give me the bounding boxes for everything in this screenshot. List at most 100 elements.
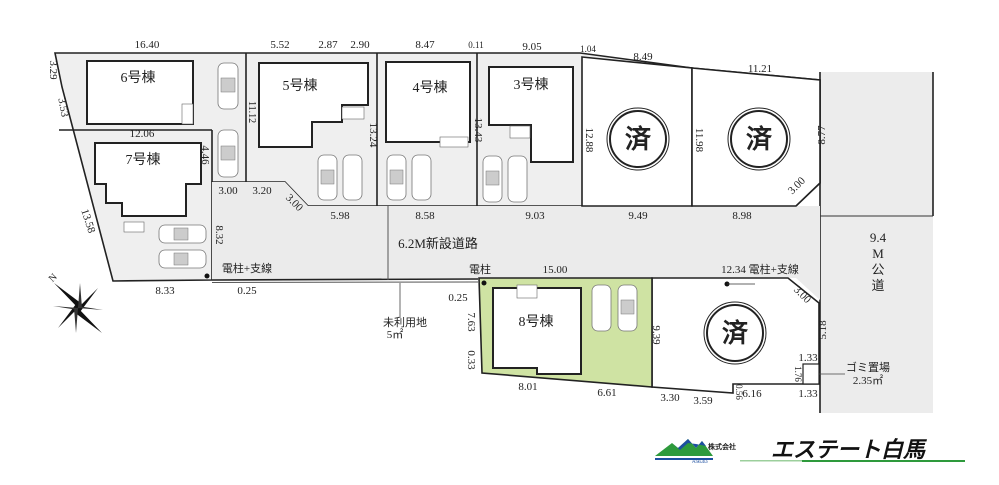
garbage-area-value: 2.35㎡ bbox=[853, 374, 883, 387]
svg-text:8.01: 8.01 bbox=[518, 381, 537, 393]
stairs-icon bbox=[181, 103, 194, 125]
house-label: 3号棟 bbox=[514, 77, 549, 93]
svg-text:1.33: 1.33 bbox=[798, 352, 818, 364]
sold-badge: 済 bbox=[703, 301, 767, 365]
pole-label: 電柱+支線 bbox=[222, 261, 272, 275]
garbage-area bbox=[802, 363, 820, 385]
stairs-icon bbox=[439, 136, 469, 148]
svg-text:12.88: 12.88 bbox=[583, 128, 595, 153]
unused-land-area: 5㎡ bbox=[387, 328, 404, 341]
company-logo: 株式会社 エステート白馬 Hakuba bbox=[655, 437, 965, 464]
house-4 bbox=[385, 61, 471, 143]
stairs-icon bbox=[509, 125, 531, 139]
car-icon bbox=[158, 249, 207, 269]
svg-text:15.00: 15.00 bbox=[543, 264, 568, 276]
house-label: 6号棟 bbox=[121, 70, 156, 86]
car-icon bbox=[411, 154, 432, 201]
svg-text:13.43: 13.43 bbox=[472, 118, 484, 143]
svg-text:9.49: 9.49 bbox=[628, 210, 648, 222]
parking-cars bbox=[158, 62, 638, 332]
car-icon bbox=[386, 154, 407, 201]
svg-text:済: 済 bbox=[625, 124, 652, 155]
svg-text:9.05: 9.05 bbox=[522, 41, 542, 53]
house-5 bbox=[258, 62, 369, 148]
house-7 bbox=[94, 142, 202, 217]
svg-text:1.76: 1.76 bbox=[793, 366, 803, 382]
unused-land-label: 未利用地 bbox=[383, 316, 427, 329]
pole-label: 電柱 bbox=[469, 262, 491, 276]
svg-text:0.56: 0.56 bbox=[734, 384, 744, 400]
svg-text:N: N bbox=[47, 272, 60, 285]
sold-badge: 済 bbox=[727, 107, 791, 171]
svg-text:8.47: 8.47 bbox=[415, 39, 435, 51]
svg-text:済: 済 bbox=[746, 124, 773, 155]
svg-text:6.16: 6.16 bbox=[742, 388, 762, 400]
new-road-label: 6.2M新設道路 bbox=[398, 236, 478, 251]
svg-text:4.46: 4.46 bbox=[199, 145, 211, 165]
house-3 bbox=[488, 66, 574, 163]
svg-text:8.98: 8.98 bbox=[732, 210, 752, 222]
svg-text:3.30: 3.30 bbox=[660, 392, 680, 404]
house-label: 8号棟 bbox=[519, 314, 554, 330]
svg-text:3.20: 3.20 bbox=[252, 185, 272, 197]
svg-text:Hakuba: Hakuba bbox=[692, 459, 708, 464]
svg-text:8.33: 8.33 bbox=[155, 285, 175, 297]
sold-badge: 済 bbox=[606, 107, 670, 171]
compass-icon: N bbox=[47, 272, 103, 333]
svg-text:8.77: 8.77 bbox=[816, 125, 828, 145]
car-icon bbox=[342, 154, 363, 201]
new-road bbox=[212, 182, 820, 300]
public-road bbox=[820, 72, 933, 413]
car-icon bbox=[617, 284, 638, 332]
svg-text:2.90: 2.90 bbox=[350, 39, 370, 51]
svg-text:11.12: 11.12 bbox=[246, 101, 257, 123]
svg-text:8.32: 8.32 bbox=[213, 225, 225, 244]
house-label: 5号棟 bbox=[283, 78, 318, 94]
stairs-icon bbox=[341, 106, 365, 120]
svg-text:株式会社: 株式会社 bbox=[708, 442, 736, 451]
public-road-label: M bbox=[872, 246, 884, 261]
utility-pole-icon bbox=[481, 280, 487, 286]
house-label: 7号棟 bbox=[126, 152, 161, 168]
house-8 bbox=[492, 287, 582, 375]
svg-text:5.18: 5.18 bbox=[817, 320, 829, 340]
svg-text:8.49: 8.49 bbox=[633, 51, 653, 63]
public-road-label: 公 bbox=[871, 262, 884, 277]
stairs-icon bbox=[123, 221, 145, 233]
garbage-label: ゴミ置場 bbox=[846, 360, 890, 374]
svg-text:11.98: 11.98 bbox=[693, 128, 705, 153]
svg-text:0.11: 0.11 bbox=[468, 40, 483, 50]
car-icon bbox=[482, 155, 503, 203]
lot-dividers bbox=[59, 53, 478, 206]
pole-label: 12.34 電柱+支線 bbox=[721, 262, 799, 276]
svg-text:3.29: 3.29 bbox=[47, 60, 59, 80]
stairs-icon bbox=[516, 284, 538, 299]
house-label: 4号棟 bbox=[413, 80, 448, 96]
svg-text:0.33: 0.33 bbox=[465, 350, 477, 370]
car-icon bbox=[217, 129, 239, 178]
svg-text:9.39: 9.39 bbox=[650, 325, 662, 345]
public-road-label: 道 bbox=[871, 278, 884, 293]
car-icon bbox=[158, 224, 207, 244]
road-edge bbox=[211, 278, 479, 281]
svg-text:0.25: 0.25 bbox=[237, 285, 257, 297]
svg-text:0.25: 0.25 bbox=[448, 292, 468, 304]
public-road-label: 9.4 bbox=[870, 230, 887, 245]
svg-text:5.52: 5.52 bbox=[270, 39, 289, 51]
svg-text:11.21: 11.21 bbox=[748, 63, 772, 75]
utility-pole-icon bbox=[204, 273, 210, 279]
road-edge-double bbox=[211, 281, 479, 283]
svg-text:16.40: 16.40 bbox=[135, 39, 160, 51]
svg-text:6.61: 6.61 bbox=[597, 387, 616, 399]
svg-text:3.00: 3.00 bbox=[218, 185, 238, 197]
svg-text:エステート白馬: エステート白馬 bbox=[771, 437, 928, 463]
svg-text:13.24: 13.24 bbox=[367, 123, 379, 148]
svg-text:12.06: 12.06 bbox=[130, 128, 155, 140]
car-icon bbox=[317, 154, 338, 201]
svg-text:済: 済 bbox=[722, 318, 749, 349]
svg-text:5.98: 5.98 bbox=[330, 210, 350, 222]
svg-text:8.58: 8.58 bbox=[415, 210, 435, 222]
svg-text:3.53: 3.53 bbox=[55, 97, 70, 119]
svg-text:9.03: 9.03 bbox=[525, 210, 545, 222]
